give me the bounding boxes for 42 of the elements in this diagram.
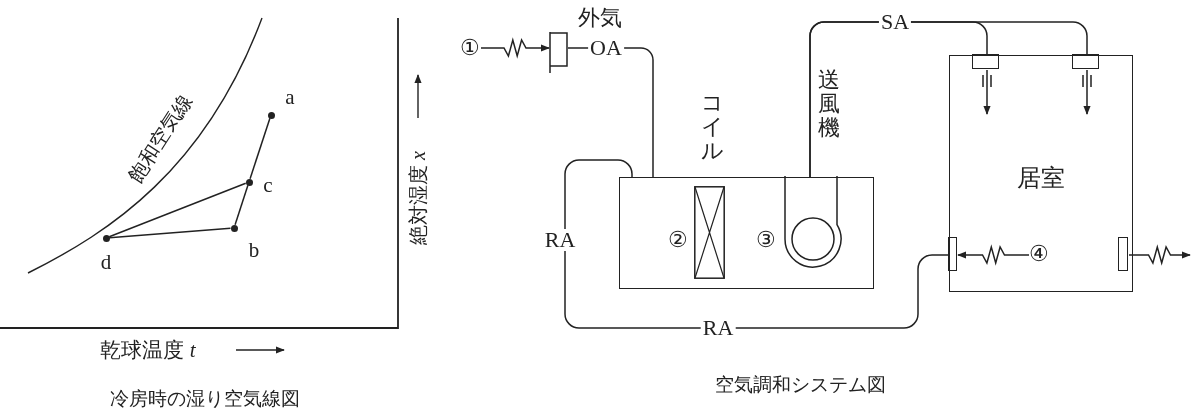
point-letter: a	[285, 86, 295, 108]
airflow-arrow	[1128, 244, 1191, 266]
point-letter: c	[263, 174, 273, 196]
process-line	[234, 184, 249, 226]
data-point	[267, 111, 275, 119]
airflow-arrow	[1082, 69, 1092, 115]
data-point	[102, 234, 110, 242]
callout-number: ②	[668, 229, 688, 251]
supply-diffuser	[1072, 54, 1100, 70]
exhaust-grille	[1118, 237, 1129, 272]
return-grille	[948, 237, 958, 272]
inlet-label: 外気	[578, 7, 622, 29]
duct-line	[809, 21, 1088, 178]
room-label: 居室	[1017, 166, 1065, 191]
air-handling-unit	[619, 177, 874, 289]
component-label: コイル	[701, 90, 723, 164]
airflow-arrow	[982, 69, 992, 115]
data-point	[230, 224, 238, 232]
callout-number: ①	[459, 36, 481, 60]
process-line	[249, 117, 271, 180]
axis-label: 絶対湿度 x	[408, 151, 428, 245]
data-point	[245, 178, 253, 186]
fan-symbol	[784, 176, 843, 270]
airflow-arrow	[480, 37, 550, 59]
room-box	[949, 55, 1133, 292]
supply-diffuser	[972, 54, 1000, 70]
duct-line	[564, 159, 950, 329]
caption: 空気調和システム図	[714, 374, 886, 394]
axis-label: 乾球温度 t	[100, 339, 196, 361]
caption: 冷房時の湿り空気線図	[110, 388, 300, 408]
point-letter: d	[100, 251, 112, 273]
coil-symbol	[694, 186, 726, 280]
curve-label: 飽和空気線	[124, 90, 196, 186]
duct-label: RA	[542, 229, 578, 251]
process-line	[108, 227, 232, 239]
air-inlet-grille	[549, 32, 568, 73]
airflow-arrow	[957, 244, 1030, 266]
component-label: 送風機	[818, 67, 840, 141]
point-letter: b	[248, 239, 260, 261]
process-line	[108, 182, 247, 238]
callout-number: ③	[756, 229, 776, 251]
callout-number: ④	[1028, 242, 1051, 267]
